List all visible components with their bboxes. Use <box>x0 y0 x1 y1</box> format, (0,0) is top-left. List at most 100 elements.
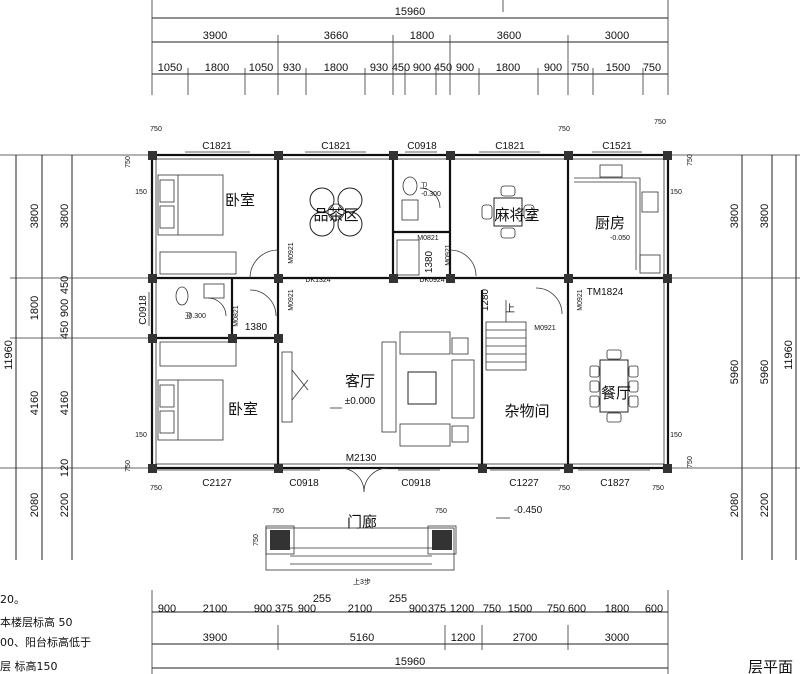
dim-label: 2100 <box>348 603 372 615</box>
dim-label: 900 <box>456 62 474 74</box>
window-c0918-left: C0918 <box>138 295 149 325</box>
door-m0921-bedroom: M0921 <box>288 289 295 311</box>
dim-label: 1200 <box>451 632 475 644</box>
kitchen-counter-icon <box>574 164 661 274</box>
tea-table-icon <box>309 187 363 237</box>
dim-label: 450 <box>59 276 71 294</box>
dim-label: 3800 <box>59 204 71 228</box>
room-tea-area: 品茶区 <box>313 206 358 224</box>
dim-label: 3000 <box>605 30 629 42</box>
toilet-top-label: 卫 <box>421 182 428 190</box>
window-c1821-tea: C1821 <box>321 141 351 152</box>
corner-750-r2: 750 <box>687 456 694 468</box>
dim-label: 3600 <box>497 30 521 42</box>
mahjong-table-icon <box>481 185 535 239</box>
dim-left-inner: 3800 450 900 450 4160 2200 <box>59 204 71 517</box>
door-m0921-kitchen: M0921 <box>577 289 584 311</box>
dim-label: 750 <box>547 603 565 615</box>
top-dimension-lines <box>151 0 669 95</box>
door-m0921-tea: M0921 <box>288 242 295 264</box>
dim-label: 900 <box>59 299 71 317</box>
dim-label: 2700 <box>513 632 537 644</box>
door-m0821: M0821 <box>417 235 439 242</box>
dim-label: 3800 <box>729 204 741 228</box>
dim-label: 3660 <box>324 30 348 42</box>
dim-label: 600 <box>645 603 663 615</box>
bed-bottom-icon <box>157 379 224 441</box>
dim-label: 450 <box>434 62 452 74</box>
corner-750-br: 750 <box>558 485 570 492</box>
note-line-4: 层 标高150 <box>0 659 58 673</box>
toilet-bottom-icon <box>175 283 225 306</box>
porch-750-vertical: 750 <box>253 534 260 546</box>
drawing-title-fragment: 层平面 <box>748 658 793 674</box>
dim-label: 2080 <box>729 493 741 517</box>
tv-cabinet-icon <box>281 351 309 423</box>
dim-bottom-total: 15960 <box>395 656 426 668</box>
dim-label: 375 <box>428 603 446 615</box>
dim-label: 900 <box>544 62 562 74</box>
room-bedroom-bottom: 卧室 <box>228 400 258 418</box>
window-c0918-bottom-left: C0918 <box>289 478 319 489</box>
dim-label: 2080 <box>29 493 41 517</box>
window-c0918-bottom-right: C0918 <box>401 478 431 489</box>
opening-dk1324: DK1324 <box>305 277 330 284</box>
room-storage: 杂物间 <box>504 402 549 420</box>
bed-top-icon <box>157 174 224 236</box>
dim-label: 900 <box>413 62 431 74</box>
dim-1380-vertical: 1380 <box>424 250 435 273</box>
window-c0918-top: C0918 <box>407 141 437 152</box>
dim-top-row2: 1050 1800 1050 930 1800 930 450 900 450 … <box>158 62 661 74</box>
window-c1521-kitchen: C1521 <box>602 141 632 152</box>
dim-label: 2100 <box>203 603 227 615</box>
dim-label: 750 <box>483 603 501 615</box>
wardrobe-bottom <box>159 341 237 367</box>
dim-label: 1800 <box>410 30 434 42</box>
corner-150-r2: 150 <box>670 432 682 439</box>
dim-label: 375 <box>275 603 293 615</box>
level-toilet-bottom: -0.300 <box>186 313 206 320</box>
corner-750-tr: 750 <box>558 126 570 133</box>
dim-label: 4160 <box>59 391 71 415</box>
dim-label: 5160 <box>350 632 374 644</box>
dim-left-small: 120 <box>59 459 71 477</box>
room-bedroom-top: 卧室 <box>225 191 255 209</box>
dim-label: 1800 <box>324 62 348 74</box>
dim-label: 3800 <box>29 204 41 228</box>
dim-right-outer: 3800 5960 2200 <box>759 204 771 517</box>
sofa-set-icon <box>381 331 475 447</box>
window-c2127: C2127 <box>202 478 232 489</box>
dim-label: 1050 <box>249 62 273 74</box>
room-dining: 餐厅 <box>601 384 631 402</box>
dim-label: 5960 <box>759 360 771 384</box>
window-c1821-mahjong: C1821 <box>495 141 525 152</box>
dim-label: 255 <box>389 593 407 605</box>
dining-table-icon <box>589 349 639 423</box>
corner-750-l1: 750 <box>125 156 132 168</box>
dim-label: 1800 <box>605 603 629 615</box>
dim-label: 255 <box>313 593 331 605</box>
porch-structure: 750 750 750 <box>253 508 457 571</box>
dim-bottom-row1: 900 2100 900 375 900 255 2100 255 900 37… <box>158 593 663 615</box>
dim-right-total: 11960 <box>783 340 795 370</box>
corner-750-l2: 750 <box>125 460 132 472</box>
dim-label: 1800 <box>496 62 520 74</box>
dim-label: 3900 <box>203 30 227 42</box>
note-line-3: 00、阳台标高低于 <box>0 635 91 649</box>
window-c1227: C1227 <box>509 478 539 489</box>
door-m2130: M2130 <box>346 453 377 464</box>
dim-label: 450 <box>59 321 71 339</box>
dim-label: 1500 <box>508 603 532 615</box>
porch-750-right: 750 <box>435 508 447 515</box>
porch-step-note: 上3步 <box>353 577 371 586</box>
level-toilet-top: -0.300 <box>421 191 441 198</box>
dim-label: 3800 <box>759 204 771 228</box>
toilet-bottom-label: 卫 <box>185 312 192 320</box>
living-level: ±0.000 <box>345 396 376 407</box>
note-line-1: 20。 <box>0 593 25 606</box>
window-c1821-bedroom: C1821 <box>202 141 232 152</box>
left-dimension-lines <box>0 154 150 560</box>
dim-label: 3900 <box>203 632 227 644</box>
dim-label: 930 <box>283 62 301 74</box>
corner-750-tl: 750 <box>150 126 162 133</box>
